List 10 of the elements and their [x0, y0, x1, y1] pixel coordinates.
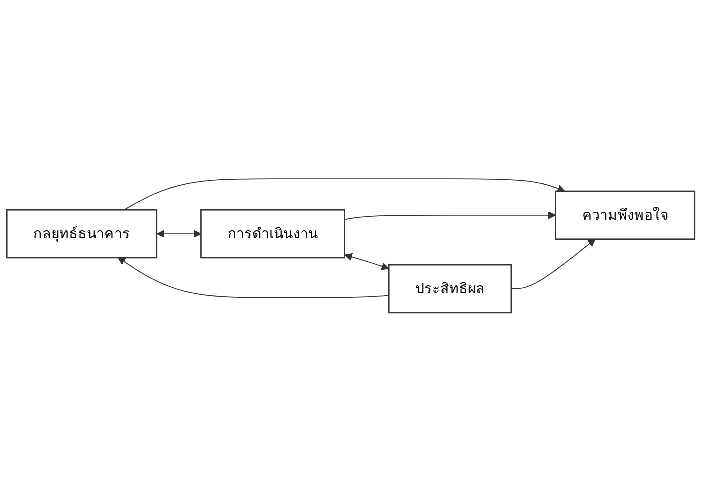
arrow	[118, 258, 390, 298]
arrow	[156, 230, 202, 238]
node-box: กลยุทธ์ธนาคาร	[6, 209, 158, 259]
arrow	[344, 253, 390, 270]
node-box: ความพึงพอใจ	[555, 190, 696, 240]
arrow	[124, 178, 566, 211]
arrow	[510, 239, 596, 290]
node-box: การดำเนินงาน	[200, 209, 346, 259]
node-box: ประสิทธิผล	[388, 264, 512, 314]
arrow	[344, 212, 556, 220]
